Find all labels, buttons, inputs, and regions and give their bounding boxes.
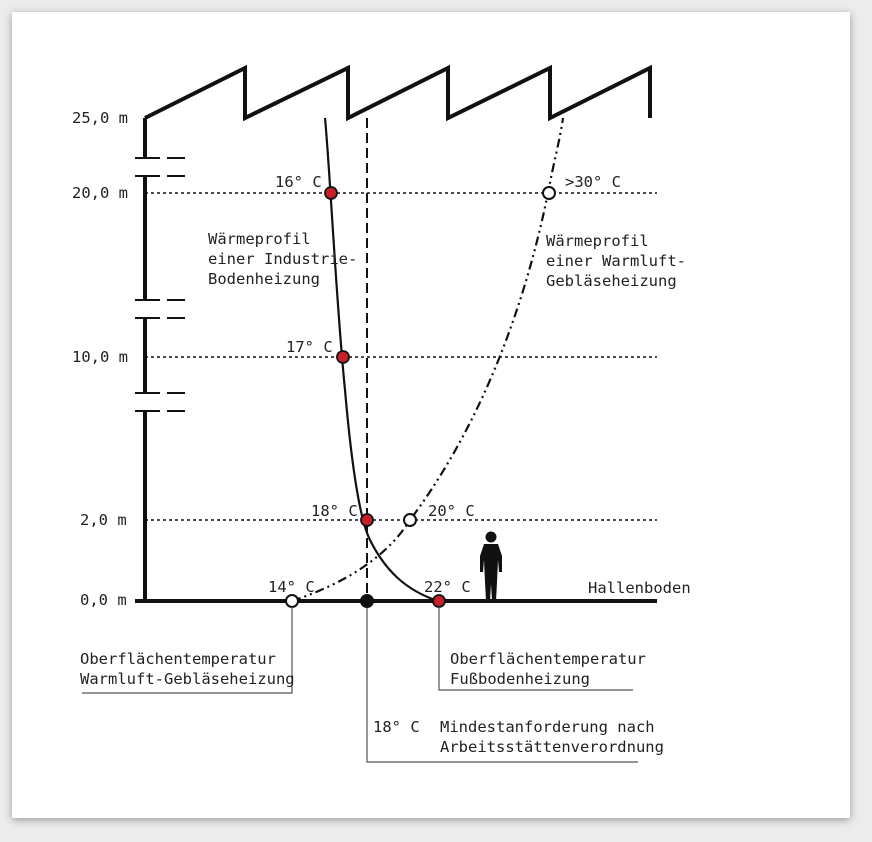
- marker-floor-2m: [360, 513, 374, 527]
- profile-warmair-line1: Wärmeprofil: [546, 232, 649, 250]
- axis-label-10m: 10,0 m: [72, 348, 128, 366]
- marker-floor-20m: [324, 186, 338, 200]
- axis-label-2m: 2,0 m: [80, 511, 127, 529]
- height-gridlines: [145, 192, 657, 521]
- minimum-temp-label: 18° C: [373, 718, 420, 736]
- axis-label-20m: 20,0 m: [72, 184, 128, 202]
- temp-warmair-20m: >30° C: [565, 173, 621, 191]
- marker-minimum-floor: [360, 594, 374, 608]
- marker-floor-10m: [336, 350, 350, 364]
- axis-break-marks: [135, 157, 185, 412]
- profile-floor-line2: einer Industrie-: [208, 250, 357, 268]
- profile-warmair-line2: einer Warmluft-: [546, 252, 686, 270]
- axis-label-25m: 25,0 m: [72, 109, 128, 127]
- person-silhouette-icon: [480, 531, 502, 601]
- minimum-text-line1: Mindestanforderung nach: [440, 718, 655, 736]
- marker-floor-surface: [432, 594, 446, 608]
- minimum-text-line2: Arbeitsstättenverordnung: [440, 738, 664, 756]
- diagram-card: [12, 12, 850, 818]
- floor-heating-profile-curve: [323, 117, 439, 603]
- surface-warmair-line1: Oberflächentemperatur: [80, 650, 276, 668]
- profile-floor-line3: Bodenheizung: [208, 270, 320, 288]
- hall-roof: [144, 64, 652, 122]
- temp-floor-surface: 22° C: [424, 578, 471, 596]
- marker-warmair-2m: [403, 513, 417, 527]
- marker-warmair-surface: [285, 594, 299, 608]
- callout-leaders: [82, 607, 638, 763]
- surface-floor-line1: Oberflächentemperatur: [450, 650, 646, 668]
- profile-floor-line1: Wärmeprofil: [208, 230, 311, 248]
- profile-warmair-line3: Gebläseheizung: [546, 272, 677, 290]
- temp-floor-20m: 16° C: [275, 173, 322, 191]
- warm-air-profile-curve: [291, 117, 565, 603]
- axis-label-0m: 0,0 m: [80, 591, 127, 609]
- temp-floor-2m: 18° C: [311, 502, 358, 520]
- floor-label: Hallenboden: [588, 579, 691, 597]
- surface-floor-line2: Fußbodenheizung: [450, 670, 590, 688]
- temp-warmair-2m: 20° C: [428, 502, 475, 520]
- marker-warmair-20m: [542, 186, 556, 200]
- surface-warmair-line2: Warmluft-Gebläseheizung: [80, 670, 295, 688]
- temp-floor-10m: 17° C: [286, 338, 333, 356]
- temp-warmair-surface: 14° C: [268, 578, 315, 596]
